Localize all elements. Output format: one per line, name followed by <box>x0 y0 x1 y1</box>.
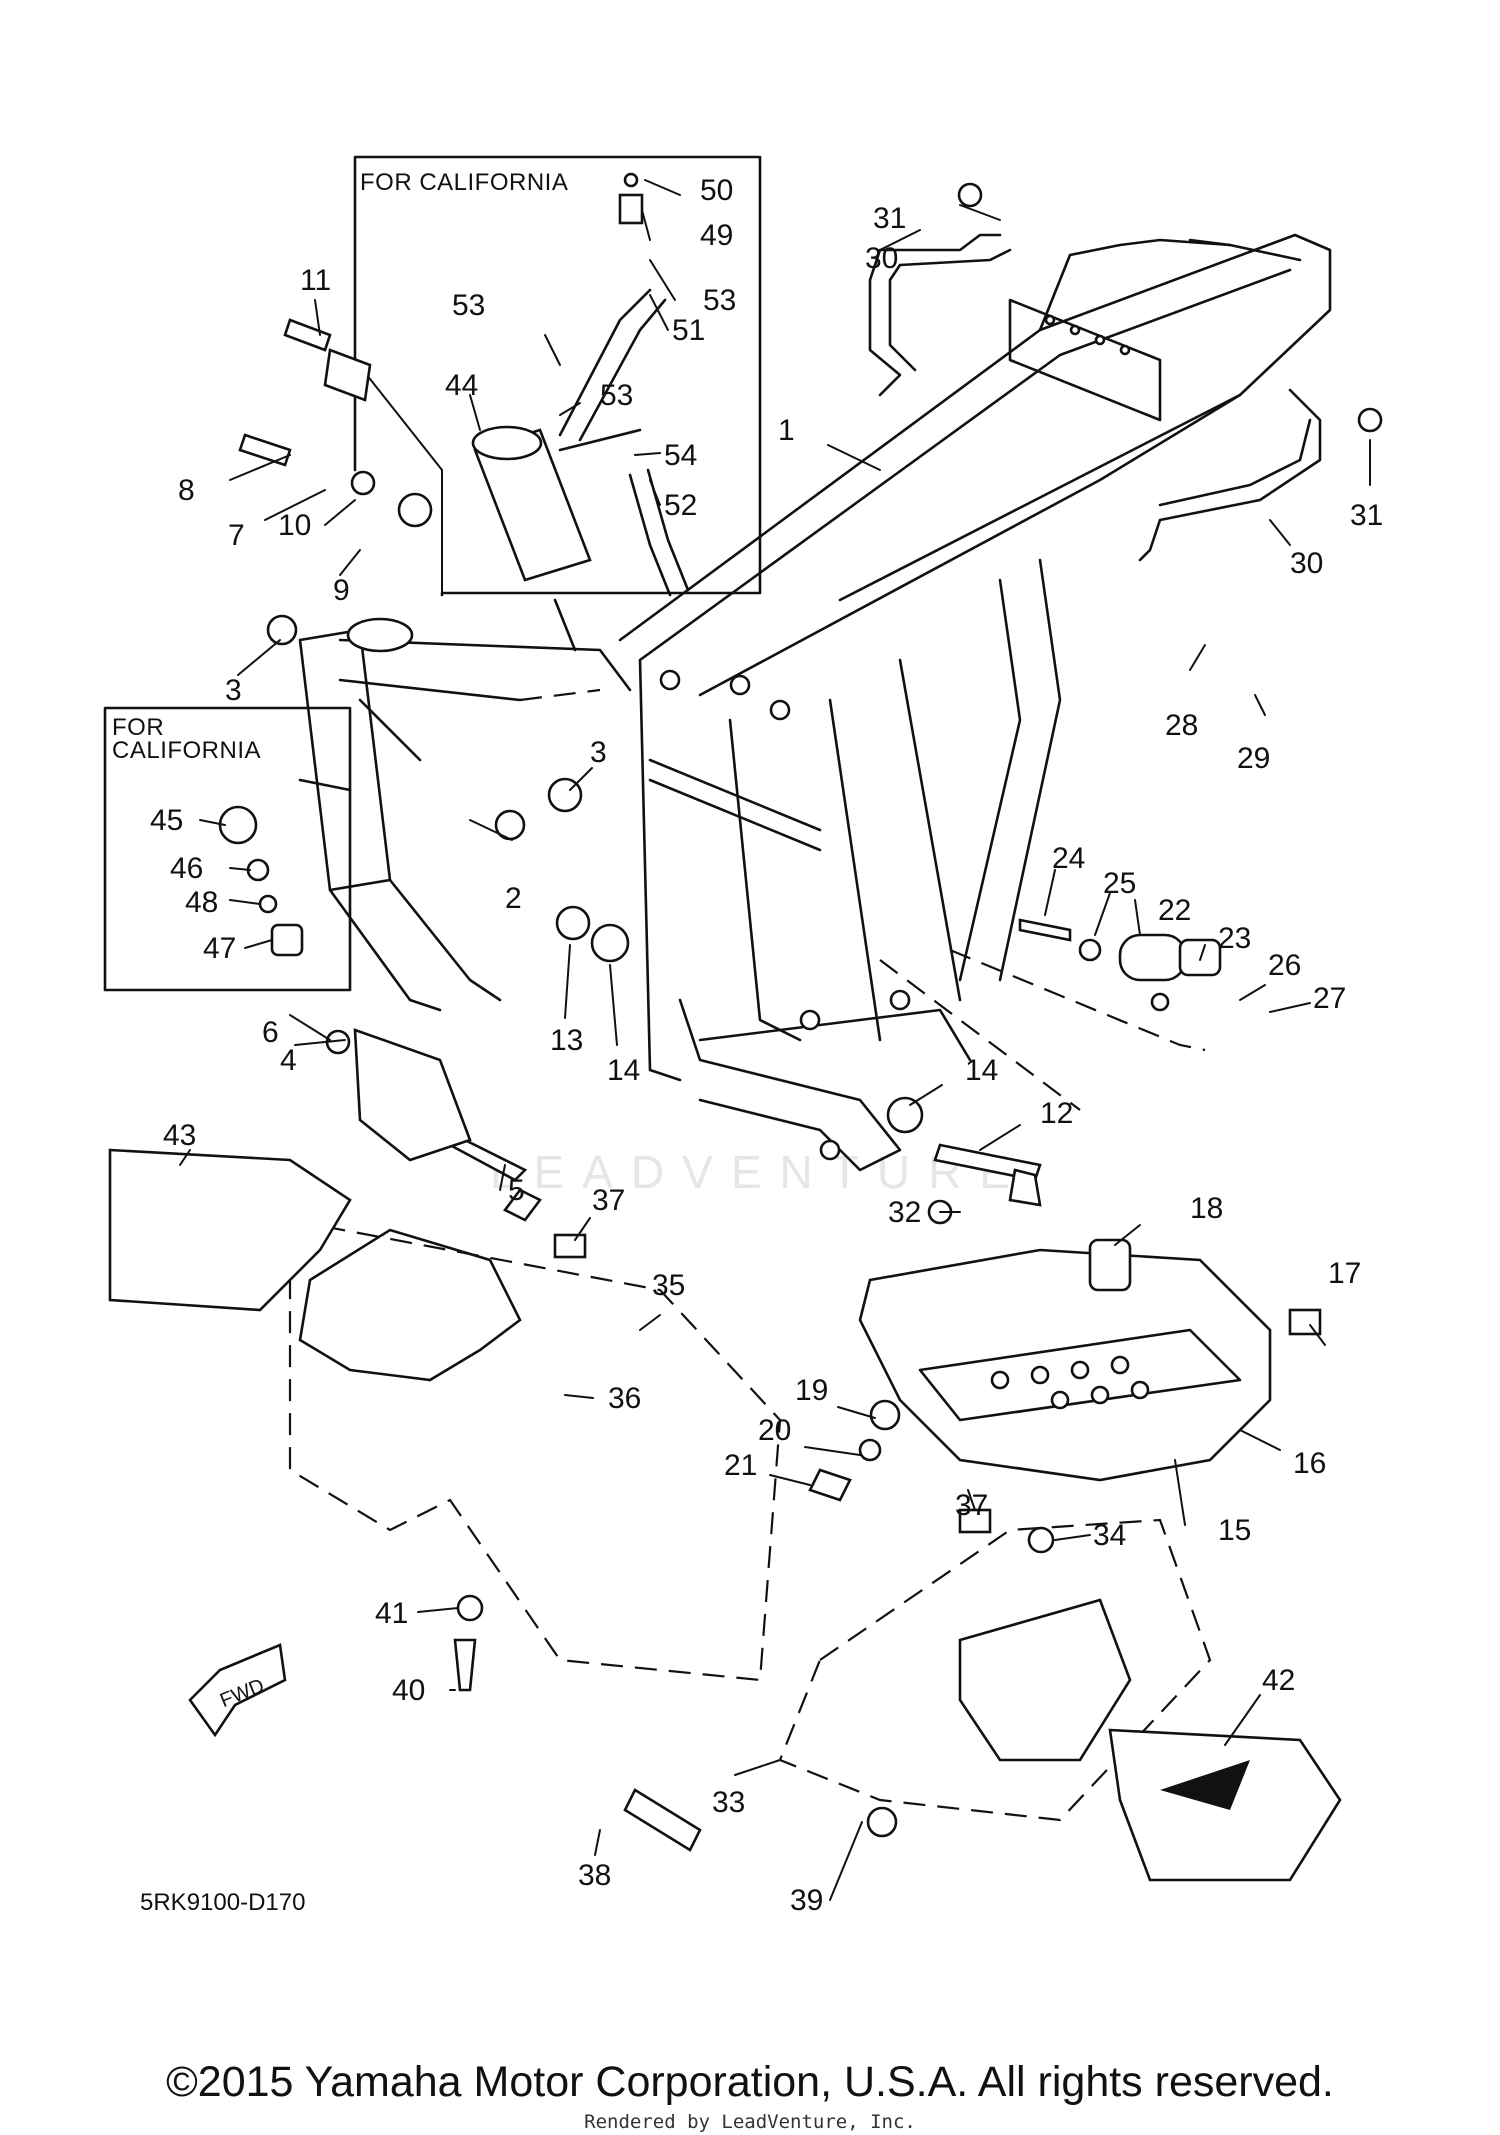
grab-bar-right <box>1138 388 1322 562</box>
callout-31b: 31 <box>1350 499 1383 532</box>
callout-45: 45 <box>150 804 183 837</box>
callout-50: 50 <box>700 174 733 207</box>
callout-15: 15 <box>1218 1514 1251 1547</box>
callout-48: 48 <box>185 886 218 919</box>
callout-51: 51 <box>672 314 705 347</box>
callout-30b: 30 <box>1290 547 1323 580</box>
callout-20: 20 <box>758 1414 791 1447</box>
callout-21: 21 <box>724 1449 757 1482</box>
callout-10: 10 <box>278 509 311 542</box>
callout-33: 33 <box>712 1786 745 1819</box>
callout-29: 29 <box>1237 742 1270 775</box>
california-box-left-line1: FOR <box>112 714 164 741</box>
california-box-top: FOR CALIFORNIA <box>353 155 762 597</box>
callout-31a: 31 <box>873 202 906 235</box>
grab-bar-left <box>868 233 1012 397</box>
callout-53c: 53 <box>600 379 633 412</box>
callout-46: 46 <box>170 852 203 885</box>
callout-1: 1 <box>778 414 795 447</box>
callout-53b: 53 <box>452 289 485 322</box>
callout-37a: 37 <box>592 1184 625 1217</box>
callout-14b: 14 <box>965 1054 998 1087</box>
copyright-notice: ©2015 Yamaha Motor Corporation, U.S.A. A… <box>166 2058 1334 2106</box>
callout-2: 2 <box>505 882 522 915</box>
callout-27: 27 <box>1313 982 1346 1015</box>
callout-30a: 30 <box>865 242 898 275</box>
main-frame <box>298 233 1332 1172</box>
callout-3a: 3 <box>225 674 242 707</box>
callout-37b: 37 <box>955 1489 988 1522</box>
callout-17: 17 <box>1328 1257 1361 1290</box>
callout-22: 22 <box>1158 894 1191 927</box>
callout-5: 5 <box>508 1174 525 1207</box>
callout-52: 52 <box>664 489 697 522</box>
callout-32: 32 <box>888 1196 921 1229</box>
mudguard-42 <box>1108 1728 1342 1882</box>
rendered-by-note: Rendered by LeadVenture, Inc. <box>584 2111 916 2133</box>
callout-28: 28 <box>1165 709 1198 742</box>
fwd-arrow: FWD <box>188 1643 287 1738</box>
callout-8: 8 <box>178 474 195 507</box>
callout-9: 9 <box>333 574 350 607</box>
callout-leaders <box>179 179 1371 1901</box>
reference-dash-lines <box>519 688 1206 1111</box>
callout-13: 13 <box>550 1024 583 1057</box>
callout-53a: 53 <box>703 284 736 317</box>
callout-4: 4 <box>280 1044 297 1077</box>
callout-25: 25 <box>1103 867 1136 900</box>
callout-41: 41 <box>375 1597 408 1630</box>
callout-38: 38 <box>578 1859 611 1892</box>
callout-16: 16 <box>1293 1447 1326 1480</box>
callout-42: 42 <box>1262 1664 1295 1697</box>
skid-plate <box>858 1248 1272 1482</box>
callout-34: 34 <box>1093 1519 1126 1552</box>
diagram-code: 5RK9100-D170 <box>140 1889 305 1916</box>
callout-23: 23 <box>1218 922 1251 955</box>
callout-7: 7 <box>228 519 245 552</box>
exhaust-pipe-43 <box>108 1148 352 1312</box>
callout-11: 11 <box>300 264 331 297</box>
california-box-top-label: FOR CALIFORNIA <box>360 169 568 196</box>
callout-12: 12 <box>1040 1097 1073 1130</box>
callout-54: 54 <box>664 439 697 472</box>
callout-6: 6 <box>262 1016 279 1049</box>
callout-36: 36 <box>608 1382 641 1415</box>
callout-49: 49 <box>700 219 733 252</box>
callout-26: 26 <box>1268 949 1301 982</box>
callout-19: 19 <box>795 1374 828 1407</box>
callout-39: 39 <box>790 1884 823 1917</box>
canister-assembly <box>471 172 690 652</box>
callout-18: 18 <box>1190 1192 1223 1225</box>
callout-40: 40 <box>392 1674 425 1707</box>
callout-24: 24 <box>1052 842 1085 875</box>
california-box-left-line2: CALIFORNIA <box>112 737 261 764</box>
callout-44: 44 <box>445 369 478 402</box>
hardware-parts <box>218 182 1383 1852</box>
california-box-left: FOR CALIFORNIA <box>103 706 352 992</box>
callout-47: 47 <box>203 932 236 965</box>
watermark-text: LEADVENTURE <box>490 1146 1028 1198</box>
callout-numbers: 1 2 3 3 4 5 6 7 8 9 10 11 12 13 14 14 15… <box>150 174 1383 1917</box>
callout-35: 35 <box>652 1269 685 1302</box>
callout-14a: 14 <box>607 1054 640 1087</box>
callout-43: 43 <box>163 1119 196 1152</box>
callout-3b: 3 <box>590 736 607 769</box>
left-side-guard <box>288 1218 782 1682</box>
